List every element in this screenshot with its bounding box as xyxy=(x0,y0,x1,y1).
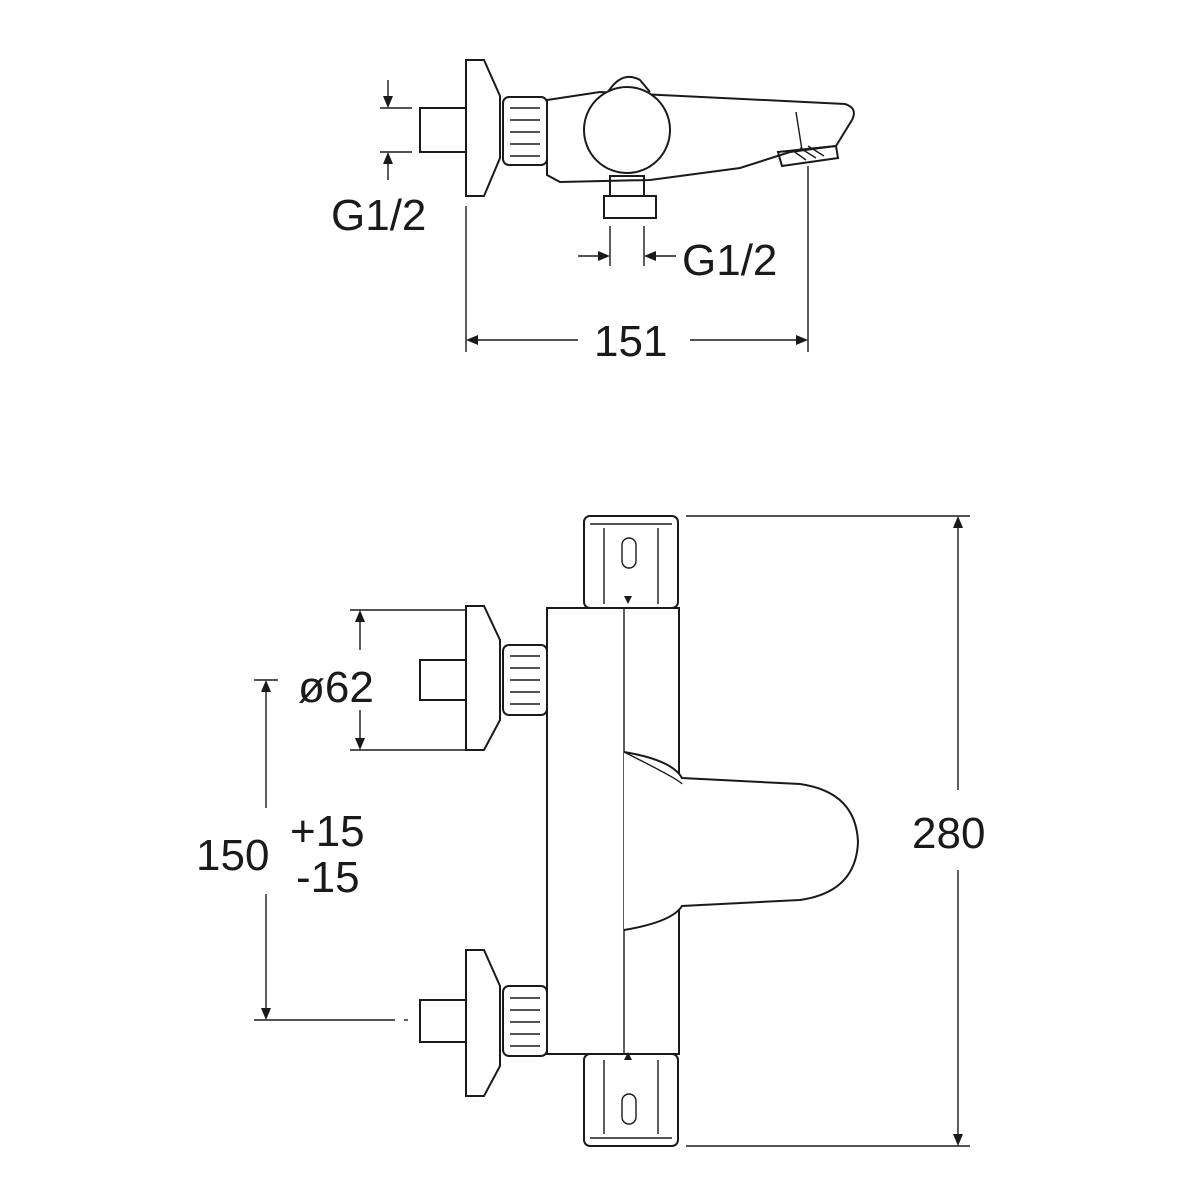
front-lower-inlet xyxy=(419,949,548,1097)
top-inlet-thread-label: G1/2 xyxy=(331,191,426,240)
top-wall-flange xyxy=(465,59,501,197)
top-view: G1/2 G1/2 151 xyxy=(331,59,855,366)
front-view: 0 0 xyxy=(196,515,985,1147)
front-inlet-spacing-dimension xyxy=(254,679,408,1021)
front-height-label: 280 xyxy=(912,809,985,858)
top-width-dimension xyxy=(465,166,809,352)
front-top-handle xyxy=(583,515,679,609)
top-control-knob xyxy=(583,76,671,174)
top-spout-aerator xyxy=(776,111,840,168)
top-inlet-thread-dimension xyxy=(380,80,412,180)
front-bottom-handle xyxy=(583,1052,679,1147)
top-mixer-body xyxy=(546,90,855,184)
top-hex-nut xyxy=(502,96,548,166)
front-spout xyxy=(623,751,860,931)
top-outlet-thread-dimension xyxy=(578,226,676,266)
front-tolerance-plus-label: +15 xyxy=(290,807,365,856)
front-escutcheon-diameter-dimension xyxy=(350,609,466,751)
front-tolerance-minus-label: -15 xyxy=(296,853,360,902)
top-outlet-nipple xyxy=(603,175,657,219)
top-width-label: 151 xyxy=(594,317,667,366)
front-inlet-spacing-label: 150 xyxy=(196,831,269,880)
top-inlet-pipe xyxy=(419,107,467,153)
front-upper-inlet xyxy=(419,605,548,751)
front-height-dimension xyxy=(686,515,970,1147)
top-outlet-thread-label: G1/2 xyxy=(682,236,777,285)
front-escutcheon-diameter-label: ø62 xyxy=(298,663,374,712)
